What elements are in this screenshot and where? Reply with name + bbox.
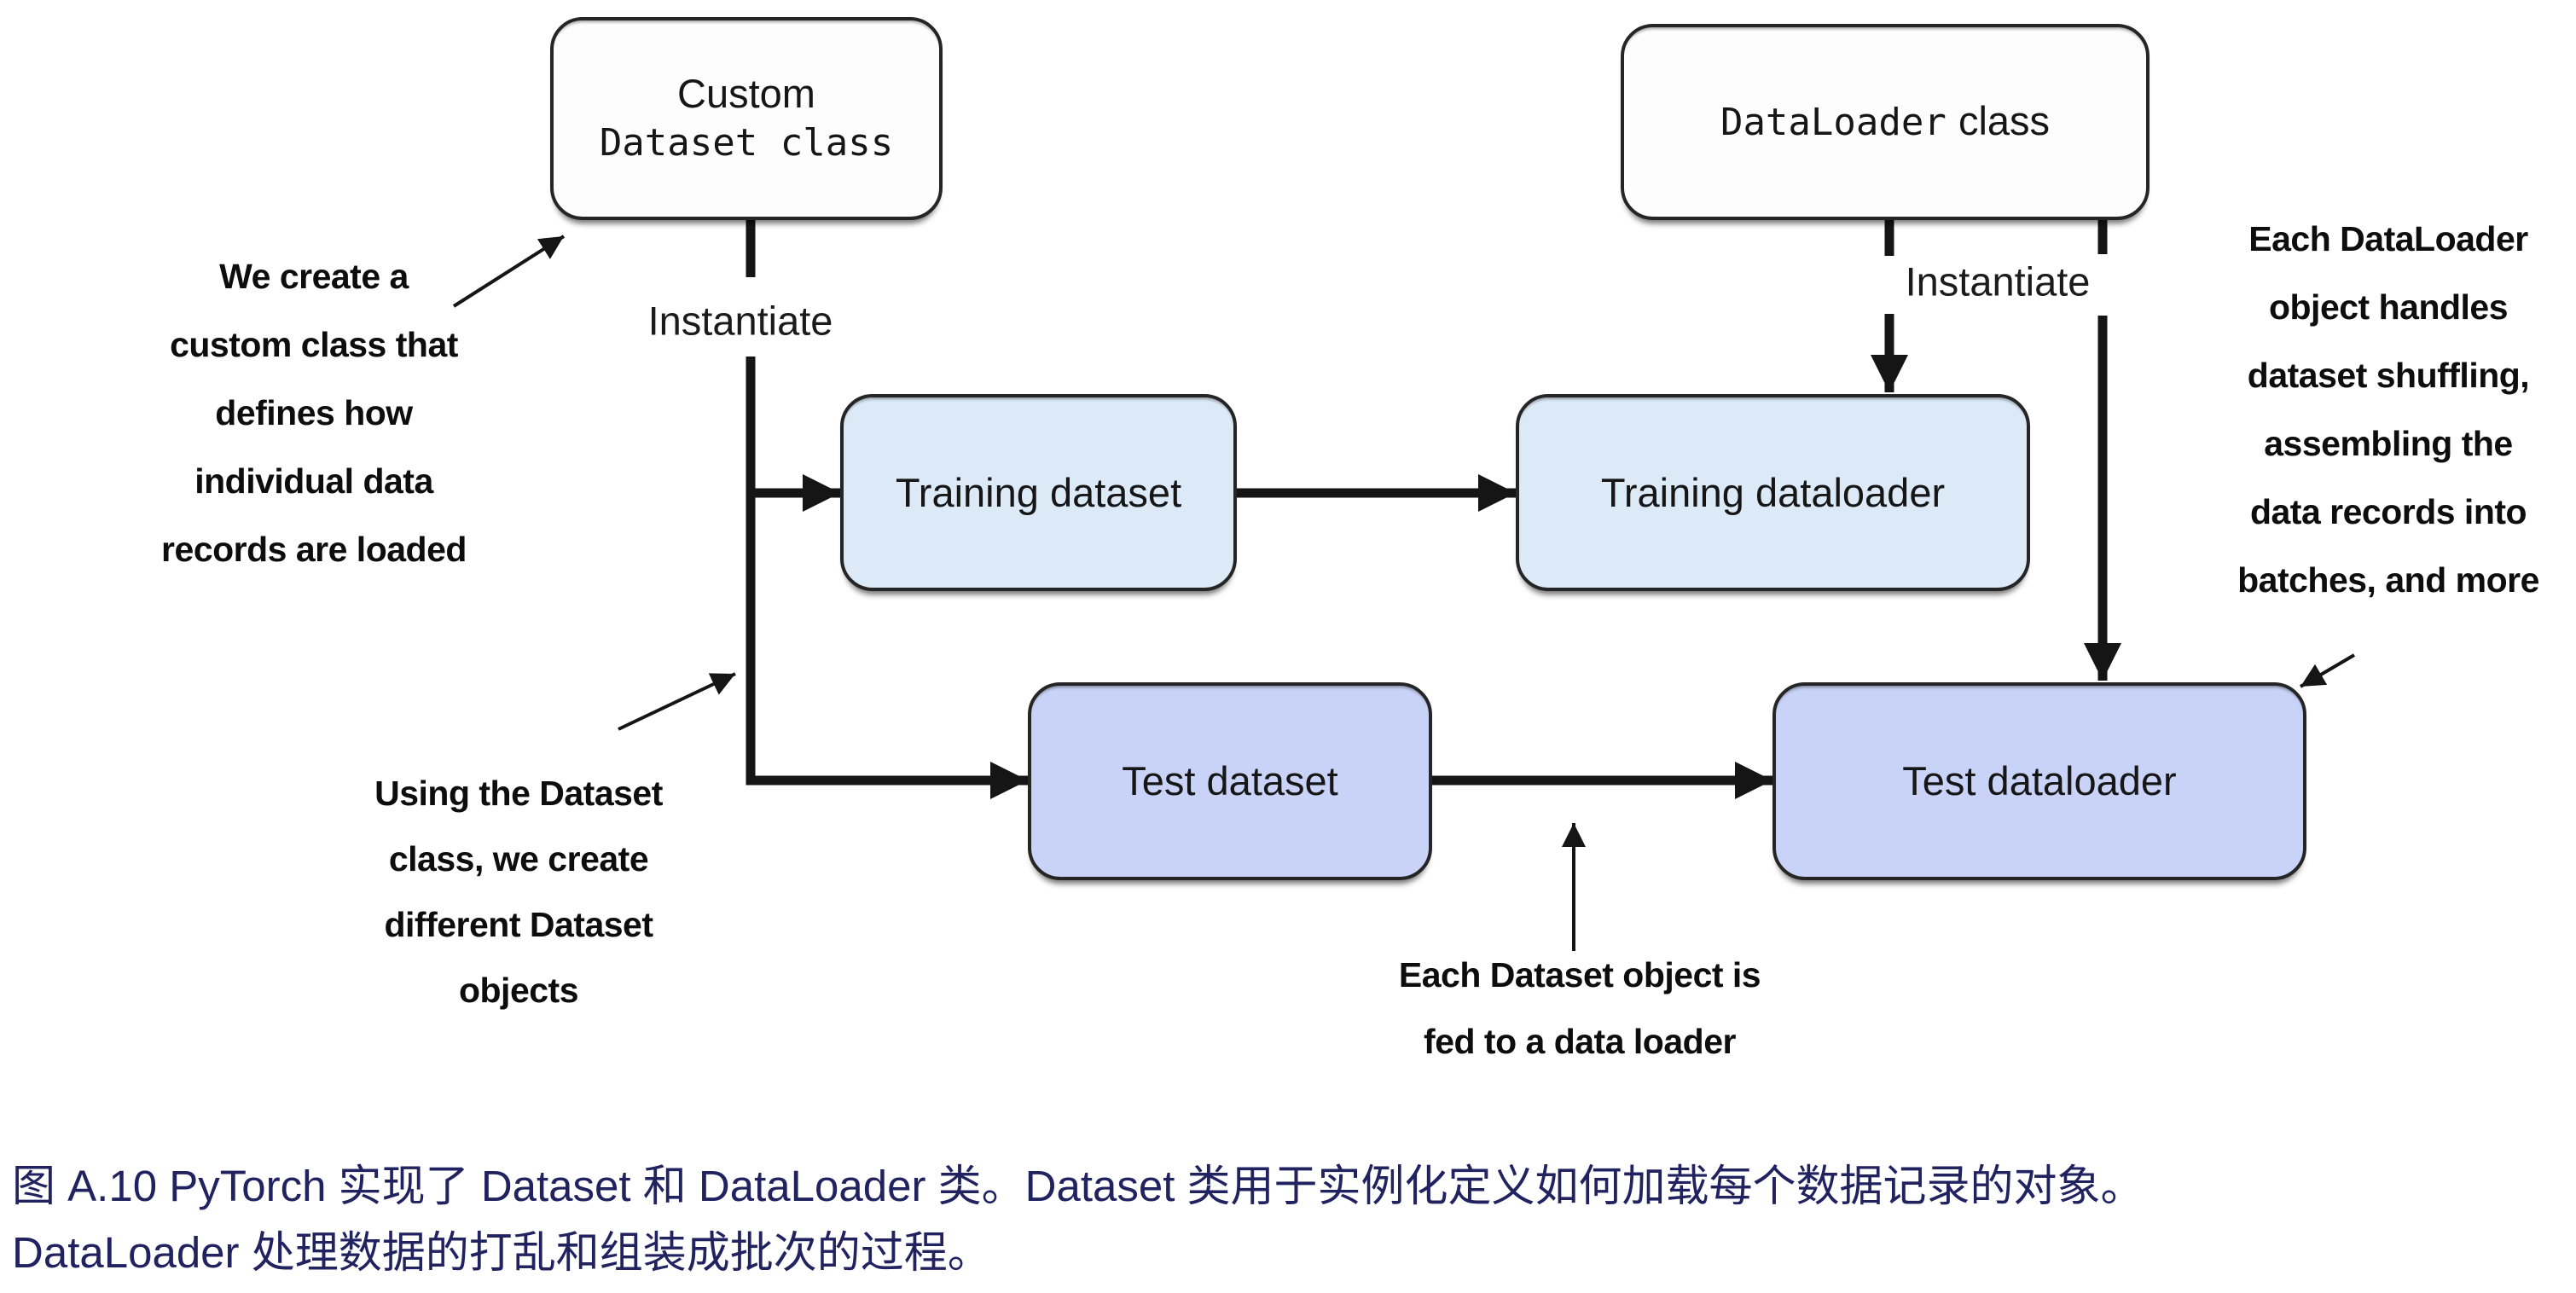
annotation-bottom-middle: Each Dataset object is fed to a data loa…	[1398, 955, 1761, 1061]
test-dataset-label: Test dataset	[1122, 758, 1338, 803]
test-dataloader-label: Test dataloader	[1902, 758, 2177, 803]
dataset-spine-to-test-dataset-arrow	[746, 357, 1028, 799]
training-dataset-label: Training dataset	[895, 469, 1182, 515]
annotation-bottom-left: Using the Dataset class, we create diffe…	[374, 774, 663, 1010]
figure-caption-line2: DataLoader 处理数据的打乱和组装成批次的过程。	[12, 1228, 991, 1277]
custom-dataset-class-line1: Custom	[677, 71, 815, 116]
annotation-top-left: We create a custom class that defines ho…	[161, 257, 467, 569]
bottom-left-annotation-arrow	[618, 672, 736, 731]
training-dataloader-box: Training dataloader	[1516, 394, 2030, 591]
top-left-annotation-arrow	[452, 235, 566, 308]
instantiate-label-right: Instantiate	[1896, 258, 2099, 305]
instantiate-label-left: Instantiate	[639, 297, 842, 345]
test-dataset-box: Test dataset	[1028, 682, 1432, 880]
training-dataset-box: Training dataset	[840, 394, 1237, 591]
dataloader-class-box: DataLoader class	[1621, 24, 2150, 220]
right-annotation-arrow	[2299, 653, 2356, 688]
figure-caption-line1: 图 A.10 PyTorch 实现了 Dataset 和 DataLoader …	[12, 1162, 2144, 1210]
custom-dataset-class-box: Custom Dataset class	[550, 17, 943, 220]
training-dataloader-label: Training dataloader	[1600, 469, 1946, 515]
dataloader-class-rest: class	[1958, 98, 2051, 143]
annotation-right: Each DataLoader object handles dataset s…	[2237, 219, 2539, 600]
figure-caption: 图 A.10 PyTorch 实现了 Dataset 和 DataLoader …	[12, 1153, 2562, 1286]
dataloader-class-code: DataLoader	[1720, 101, 1947, 144]
custom-dataset-class-line2: Dataset class	[599, 121, 894, 165]
test-dataloader-box: Test dataloader	[1772, 682, 2306, 880]
